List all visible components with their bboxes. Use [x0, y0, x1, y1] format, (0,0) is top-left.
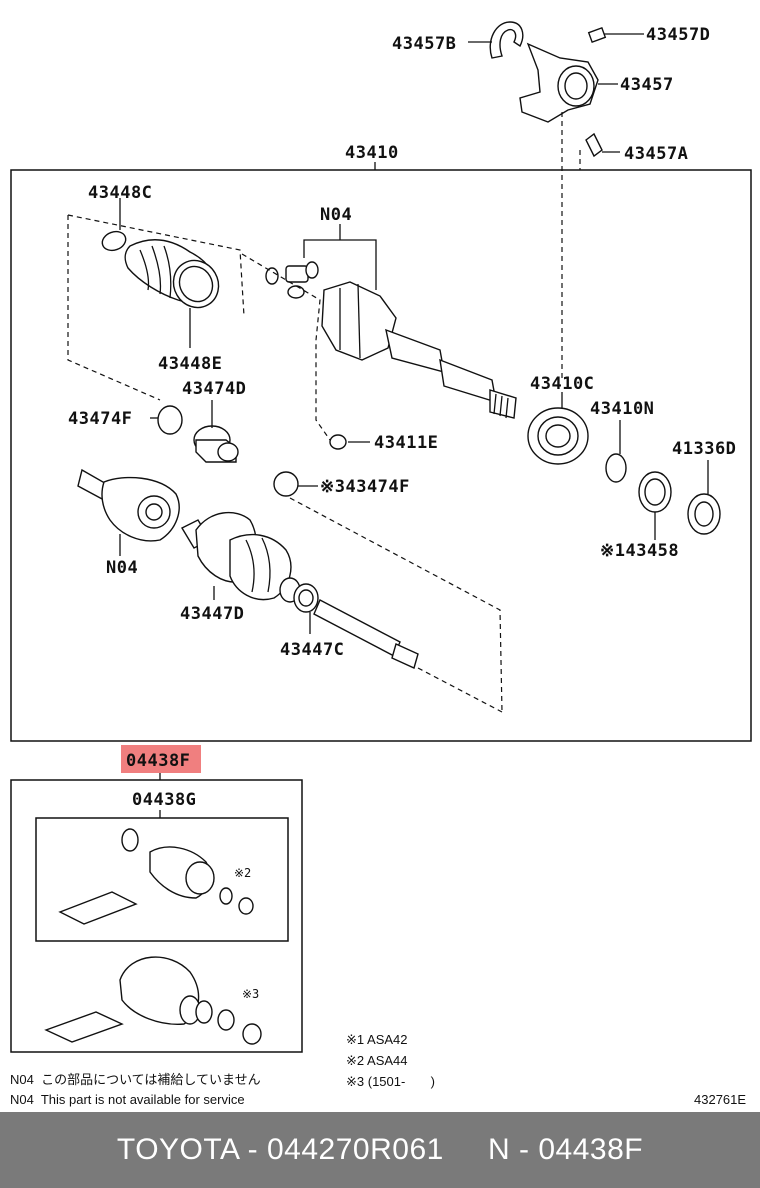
- label-04438f: 04438F: [126, 751, 190, 771]
- label-43448e: 43448E: [158, 354, 222, 374]
- label-43410c: 43410C: [530, 374, 594, 394]
- label-43410: 43410: [345, 143, 399, 163]
- label-43457a: 43457A: [624, 144, 688, 164]
- inner-boot-group: [101, 230, 220, 309]
- label-mark2: ※2: [234, 866, 251, 880]
- snap-ring-43410n: [605, 453, 627, 483]
- seal-41336d: [687, 493, 721, 535]
- bracket-assembly: [489, 21, 607, 158]
- label-43474d: 43474D: [182, 379, 246, 399]
- damper-43474d: [193, 425, 239, 463]
- label-43474f: 43474F: [68, 409, 132, 429]
- diagram-code: 432761E: [694, 1092, 746, 1107]
- seal-43458: [638, 471, 672, 513]
- note-en: N04 This part is not available for servi…: [10, 1092, 245, 1107]
- kit-outer-parts: [44, 956, 262, 1045]
- parts-diagram: 43457B 43457D 43457 43457A 43410 43448C …: [10, 21, 752, 1107]
- label-04438g: 04438G: [132, 790, 196, 810]
- outboard-housing-shaft: [321, 281, 517, 419]
- label-43410n: 43410N: [590, 399, 654, 419]
- label-43411e: 43411E: [374, 433, 438, 453]
- clamp-43474f-b: [273, 471, 299, 497]
- label-43448c: 43448C: [88, 183, 152, 203]
- label-43474f-b: ※343474F: [320, 477, 410, 497]
- note-3: ※3 (1501- ): [346, 1074, 435, 1089]
- clamp-43474f: [157, 405, 183, 435]
- outer-cv-joint: [77, 468, 180, 542]
- label-43447d: 43447D: [180, 604, 244, 624]
- footer-text: TOYOTA - 044270R061 N - 04438F: [116, 1133, 644, 1166]
- label-n04-top: N04: [320, 205, 352, 225]
- label-43458: ※143458: [600, 541, 679, 561]
- snap-ring-43411e: [329, 434, 347, 450]
- footer-bar: TOYOTA - 044270R061 N - 04438F: [0, 1112, 760, 1188]
- note-1: ※1 ASA42: [346, 1032, 408, 1047]
- label-43457: 43457: [620, 75, 674, 95]
- label-41336d: 41336D: [672, 439, 736, 459]
- kit-inner-parts: [58, 828, 254, 925]
- label-mark3: ※3: [242, 987, 259, 1001]
- kit-inner-frame: [35, 817, 289, 942]
- main-frame: [10, 169, 752, 742]
- kit-frame: [10, 779, 303, 1053]
- note-2: ※2 ASA44: [346, 1053, 408, 1068]
- bearing-43410c: [527, 407, 589, 465]
- label-43457d: 43457D: [646, 25, 710, 45]
- label-n04-bot: N04: [106, 558, 138, 578]
- tripod-joint: [265, 261, 319, 299]
- boot-43447d: [181, 511, 419, 669]
- highlight-box: [121, 745, 201, 773]
- label-43457b: 43457B: [392, 34, 456, 54]
- note-jp: N04 この部品については補給していません: [10, 1072, 261, 1087]
- label-43447c: 43447C: [280, 640, 344, 660]
